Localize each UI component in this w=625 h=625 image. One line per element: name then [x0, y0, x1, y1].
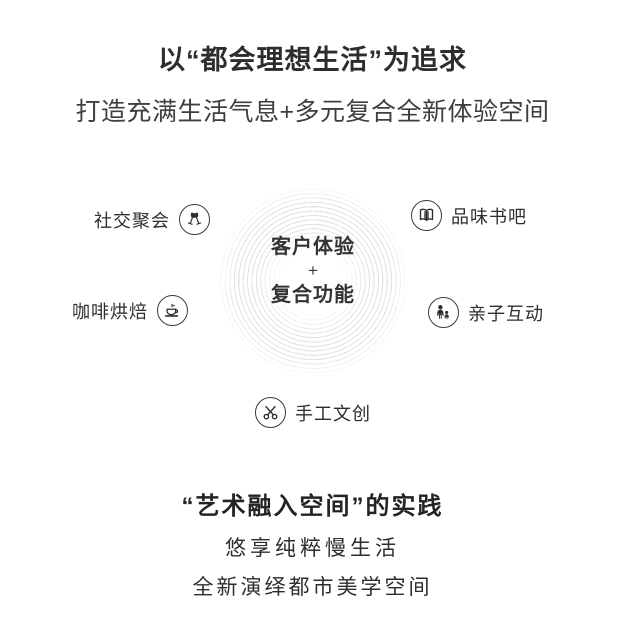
item-label: 品味书吧	[451, 206, 527, 227]
page-title: 以“都会理想生活”为追求	[158, 45, 467, 75]
diagram-item-handicraft: 手工文创	[255, 397, 371, 428]
diagram-center-line2: 复合功能	[271, 284, 355, 306]
item-label: 社交聚会	[94, 210, 170, 231]
footer-aesthetic-statement: 全新演绎都市美学空间	[192, 576, 433, 599]
diagram-item-coffee-roasting: 咖啡烘焙	[72, 295, 188, 326]
item-label: 咖啡烘焙	[72, 301, 148, 322]
page-subtitle: 打造充满生活气息+多元复合全新体验空间	[75, 98, 550, 126]
open-book-icon	[411, 200, 442, 231]
concentric-rings-graphic	[218, 186, 408, 376]
footer-practice-statement: “艺术融入空间”的实践	[181, 493, 444, 520]
diagram-item-social-gathering: 社交聚会	[94, 204, 210, 235]
item-label: 手工文创	[295, 403, 371, 424]
coffee-cup-icon	[157, 295, 188, 326]
diagram-center-plus: +	[308, 261, 318, 280]
footer-slow-life-statement: 悠享纯粹慢生活	[225, 537, 400, 560]
wine-glasses-icon	[179, 204, 210, 235]
item-label: 亲子互动	[468, 303, 544, 324]
diagram-item-book-bar: 品味书吧	[411, 200, 527, 231]
diagram-item-parent-child: 亲子互动	[428, 297, 544, 328]
diagram-center-line1: 客户体验	[271, 236, 355, 258]
diagram-center-text: 客户体验 + 复合功能	[218, 234, 408, 308]
scissors-icon	[255, 397, 286, 428]
parent-child-icon	[428, 297, 459, 328]
